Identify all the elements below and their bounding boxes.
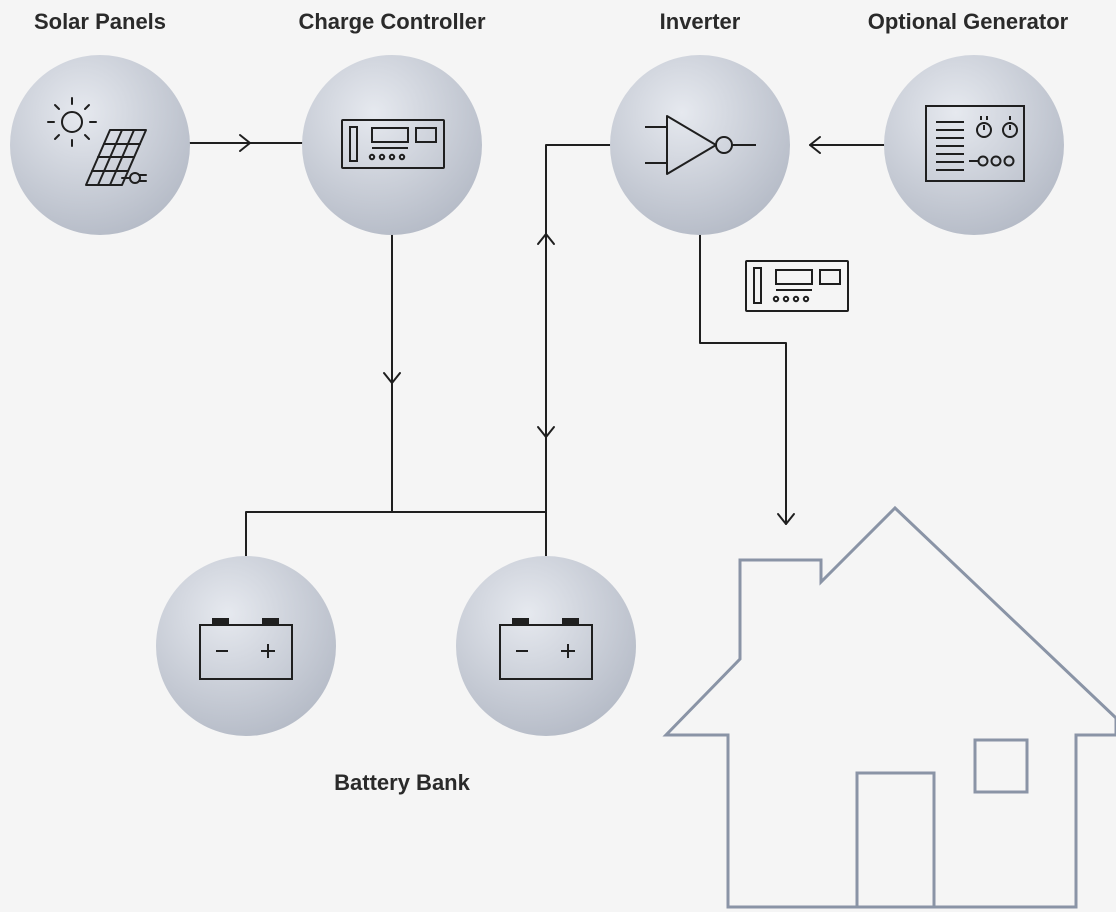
battery-icon	[199, 618, 293, 680]
solar-to-controller-arrowhead	[239, 134, 251, 152]
connectors	[189, 134, 885, 558]
battery-to-inverter-line	[545, 144, 611, 513]
house-icon	[662, 505, 1116, 909]
battery-node-2	[456, 556, 636, 736]
solar-panels-label: Solar Panels	[33, 9, 167, 34]
generator-arrowhead	[809, 136, 821, 154]
generator-icon	[925, 105, 1025, 182]
inverter-icon	[645, 115, 756, 175]
inverter-node	[610, 55, 790, 235]
battery-bank-label: Battery Bank	[334, 770, 470, 795]
charge-controller-icon	[745, 260, 849, 312]
charge-controller-icon	[341, 119, 445, 169]
house-door	[855, 771, 936, 909]
down-arrowhead	[537, 426, 555, 438]
solar-panel-icon	[47, 97, 147, 186]
controller-down-arrowhead	[383, 372, 401, 384]
battery-bus-line	[245, 511, 547, 558]
house-arrowhead	[777, 513, 795, 525]
solar-panels-node	[10, 55, 190, 235]
optional-generator-node	[884, 55, 1064, 235]
up-arrowhead	[537, 233, 555, 245]
optional-generator-label: Optional Generator	[867, 9, 1069, 34]
house-window	[973, 738, 1029, 794]
battery-icon	[499, 618, 593, 680]
charge-controller-node	[302, 55, 482, 235]
charge-controller-label: Charge Controller	[298, 9, 486, 34]
inverter-label: Inverter	[659, 9, 741, 34]
battery-node-1	[156, 556, 336, 736]
house-outline	[662, 505, 1116, 909]
inverter-to-house-line	[699, 234, 787, 525]
